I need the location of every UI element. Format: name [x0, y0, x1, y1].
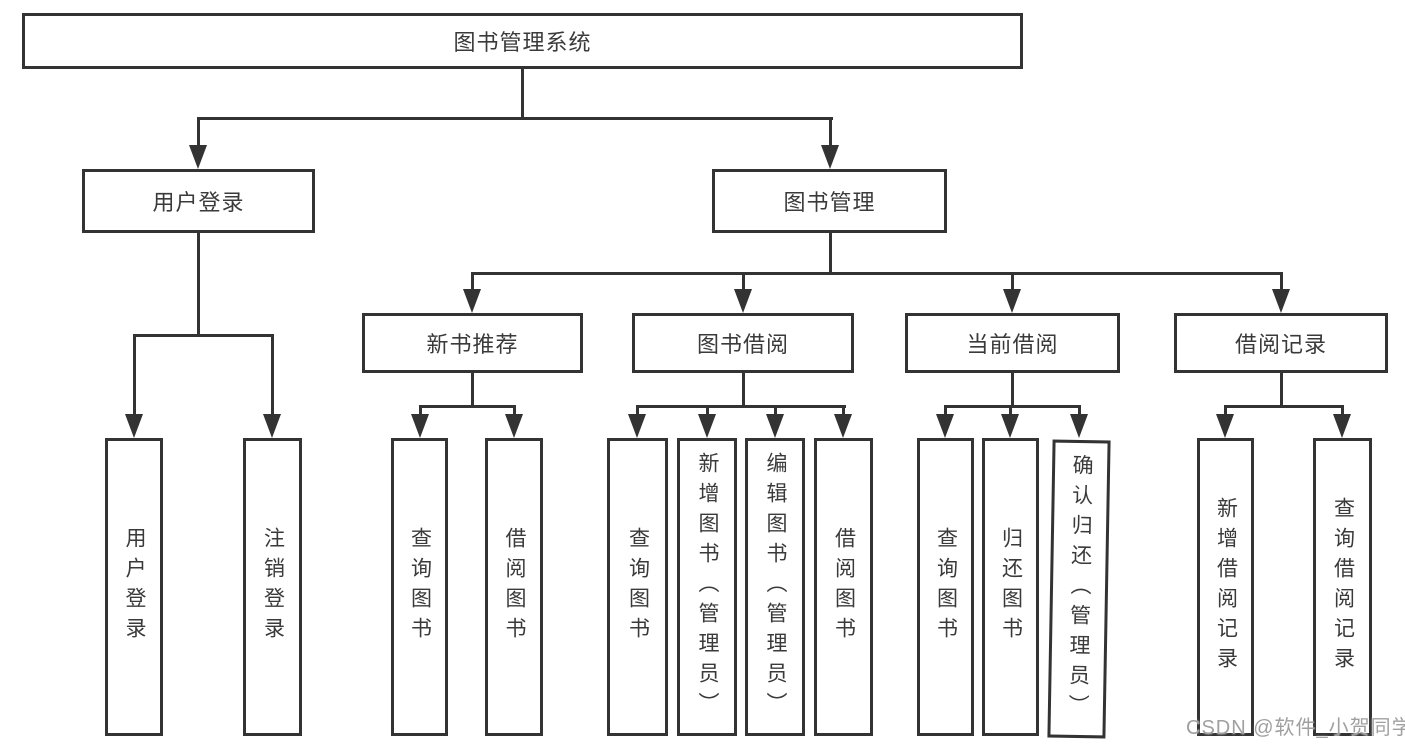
connector-vline: [1280, 272, 1283, 292]
connector-vline: [636, 405, 639, 417]
connector-vline: [1224, 405, 1227, 417]
arrowhead-down-icon: [1001, 414, 1019, 438]
connector-vline: [471, 272, 474, 292]
arrowhead-down-icon: [936, 414, 954, 438]
connector-vline: [1341, 405, 1344, 417]
connector-vline: [842, 405, 845, 417]
arrowhead-down-icon: [463, 289, 481, 313]
connector-hline: [1224, 405, 1344, 408]
arrowhead-down-icon: [1070, 414, 1088, 438]
arrowhead-down-icon: [125, 414, 143, 438]
leaf-logout: 注销登录: [243, 438, 302, 736]
connector-vline: [829, 117, 832, 147]
connector-vline: [1078, 405, 1081, 417]
connector-vline: [471, 373, 474, 407]
connector-vline: [1280, 373, 1283, 407]
connector-hline: [197, 117, 833, 120]
leaf-add-book-admin: 新增图书（管理员）: [677, 438, 737, 736]
leaf-edit-book-admin: 编辑图书（管理员）: [745, 438, 805, 736]
arrowhead-down-icon: [263, 414, 281, 438]
arrowhead-down-icon: [411, 414, 429, 438]
node-current-borrow: 当前借阅: [905, 313, 1120, 373]
connector-vline: [774, 405, 777, 417]
node-user-login: 用户登录: [82, 169, 315, 233]
node-book-management: 图书管理: [712, 169, 947, 233]
leaf-borrow-book: 借阅图书: [814, 438, 873, 736]
arrowhead-down-icon: [834, 414, 852, 438]
node-root: 图书管理系统: [22, 13, 1023, 69]
arrowhead-down-icon: [821, 145, 839, 169]
node-book-borrow: 图书借阅: [632, 313, 854, 373]
leaf-borrow-book: 借阅图书: [485, 438, 543, 736]
leaf-user-login: 用户登录: [105, 438, 163, 736]
connector-vline: [1009, 405, 1012, 417]
connector-hline: [133, 334, 274, 337]
connector-vline: [197, 233, 200, 336]
connector-vline: [197, 117, 200, 147]
connector-vline: [829, 233, 832, 275]
connector-vline: [1011, 373, 1014, 407]
leaf-query-book: 查询图书: [607, 438, 668, 736]
arrowhead-down-icon: [505, 414, 523, 438]
node-borrow-records: 借阅记录: [1174, 313, 1388, 373]
connector-vline: [271, 334, 274, 418]
connector-vline: [521, 69, 524, 118]
connector-vline: [944, 405, 947, 417]
leaf-add-borrow-record: 新增借阅记录: [1197, 438, 1254, 736]
arrowhead-down-icon: [734, 289, 752, 313]
connector-vline: [133, 334, 136, 418]
leaf-query-book: 查询图书: [917, 438, 974, 736]
leaf-query-book: 查询图书: [391, 438, 448, 736]
arrowhead-down-icon: [1333, 414, 1351, 438]
node-new-book-recommend: 新书推荐: [362, 313, 583, 373]
watermark: CSDN @软件_小贺同学: [1186, 717, 1405, 739]
arrowhead-down-icon: [766, 414, 784, 438]
connector-vline: [1011, 272, 1014, 292]
connector-vline: [513, 405, 516, 417]
arrowhead-down-icon: [698, 414, 716, 438]
leaf-return-book: 归还图书: [982, 438, 1039, 736]
arrowhead-down-icon: [1003, 289, 1021, 313]
arrowhead-down-icon: [1272, 289, 1290, 313]
connector-hline: [419, 405, 516, 408]
connector-hline: [471, 272, 1283, 275]
connector-vline: [742, 272, 745, 292]
arrowhead-down-icon: [628, 414, 646, 438]
connector-vline: [742, 373, 745, 407]
connector-vline: [419, 405, 422, 417]
connector-hline: [636, 405, 846, 408]
connector-hline: [944, 405, 1081, 408]
arrowhead-down-icon: [189, 145, 207, 169]
connector-vline: [706, 405, 709, 417]
leaf-confirm-return-admin: 确认归还（管理员）: [1047, 439, 1111, 739]
leaf-query-borrow-record: 查询借阅记录: [1313, 438, 1372, 736]
arrowhead-down-icon: [1216, 414, 1234, 438]
